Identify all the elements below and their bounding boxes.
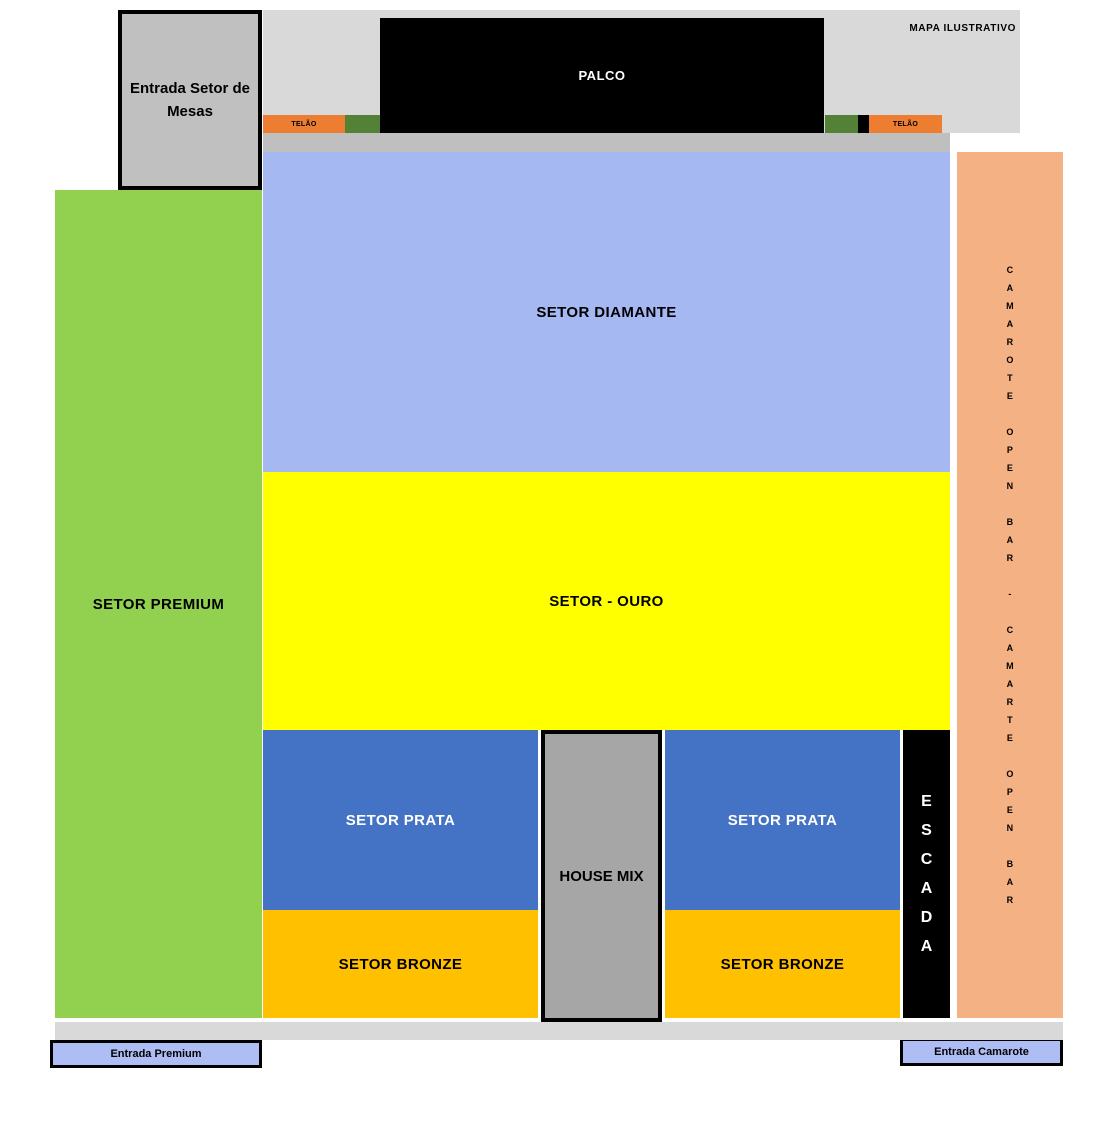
stage-right-divider: [858, 115, 869, 133]
screen-left: TELÃO: [263, 115, 345, 133]
sector-bronze-left: SETOR BRONZE: [263, 910, 538, 1018]
entrance-premium-label: Entrada Premium: [110, 1048, 202, 1060]
entrance-camarote-label: Entrada Camarote: [934, 1046, 1029, 1058]
stage-label: PALCO: [578, 68, 626, 83]
sector-camarote-open-bar: C A M A R O T E O P E N B A R - C A M A …: [957, 152, 1063, 1018]
sector-diamante: SETOR DIAMANTE: [263, 152, 950, 472]
sector-diamante-label: SETOR DIAMANTE: [536, 303, 677, 321]
sector-prata-left-label: SETOR PRATA: [345, 811, 456, 829]
sector-prata-right-label: SETOR PRATA: [727, 811, 838, 829]
entrance-camarote: Entrada Camarote: [900, 1038, 1063, 1066]
stairs-strip: E S C A D A: [903, 730, 950, 1018]
screen-left-label: TELÃO: [291, 120, 317, 128]
screen-right-label: TELÃO: [892, 120, 919, 128]
screen-right: TELÃO: [869, 115, 942, 133]
sector-bronze-right: SETOR BRONZE: [665, 910, 900, 1018]
sector-bronze-left-label: SETOR BRONZE: [338, 955, 463, 973]
sector-premium-label: SETOR PREMIUM: [92, 595, 225, 613]
sector-prata-left: SETOR PRATA: [263, 730, 538, 910]
front-of-stage-band: [263, 133, 950, 152]
sector-premium: SETOR PREMIUM: [55, 190, 262, 1018]
stairs-label: E S C A D A: [920, 793, 933, 955]
house-mix-booth: HOUSE MIX: [541, 730, 662, 1022]
sector-prata-right: SETOR PRATA: [665, 730, 900, 910]
house-mix-label: HOUSE MIX: [559, 867, 644, 885]
sector-ouro: SETOR - OURO: [263, 472, 950, 730]
stage-area: PALCO: [380, 18, 824, 133]
map-disclaimer: MAPA ILUSTRATIVO: [909, 23, 1016, 34]
entrance-setor-mesas: Entrada Setor de Mesas: [118, 10, 262, 190]
bottom-walkway-band: [55, 1022, 1063, 1040]
sector-camarote-open-bar-label: C A M A R O T E O P E N B A R - C A M A …: [1006, 265, 1014, 905]
sector-bronze-right-label: SETOR BRONZE: [720, 955, 845, 973]
speaker-block-left: [345, 115, 380, 133]
entrance-premium: Entrada Premium: [50, 1040, 262, 1068]
sector-ouro-label: SETOR - OURO: [549, 592, 664, 610]
speaker-block-right: [825, 115, 858, 133]
entrance-setor-mesas-label: Entrada Setor de Mesas: [129, 79, 251, 120]
